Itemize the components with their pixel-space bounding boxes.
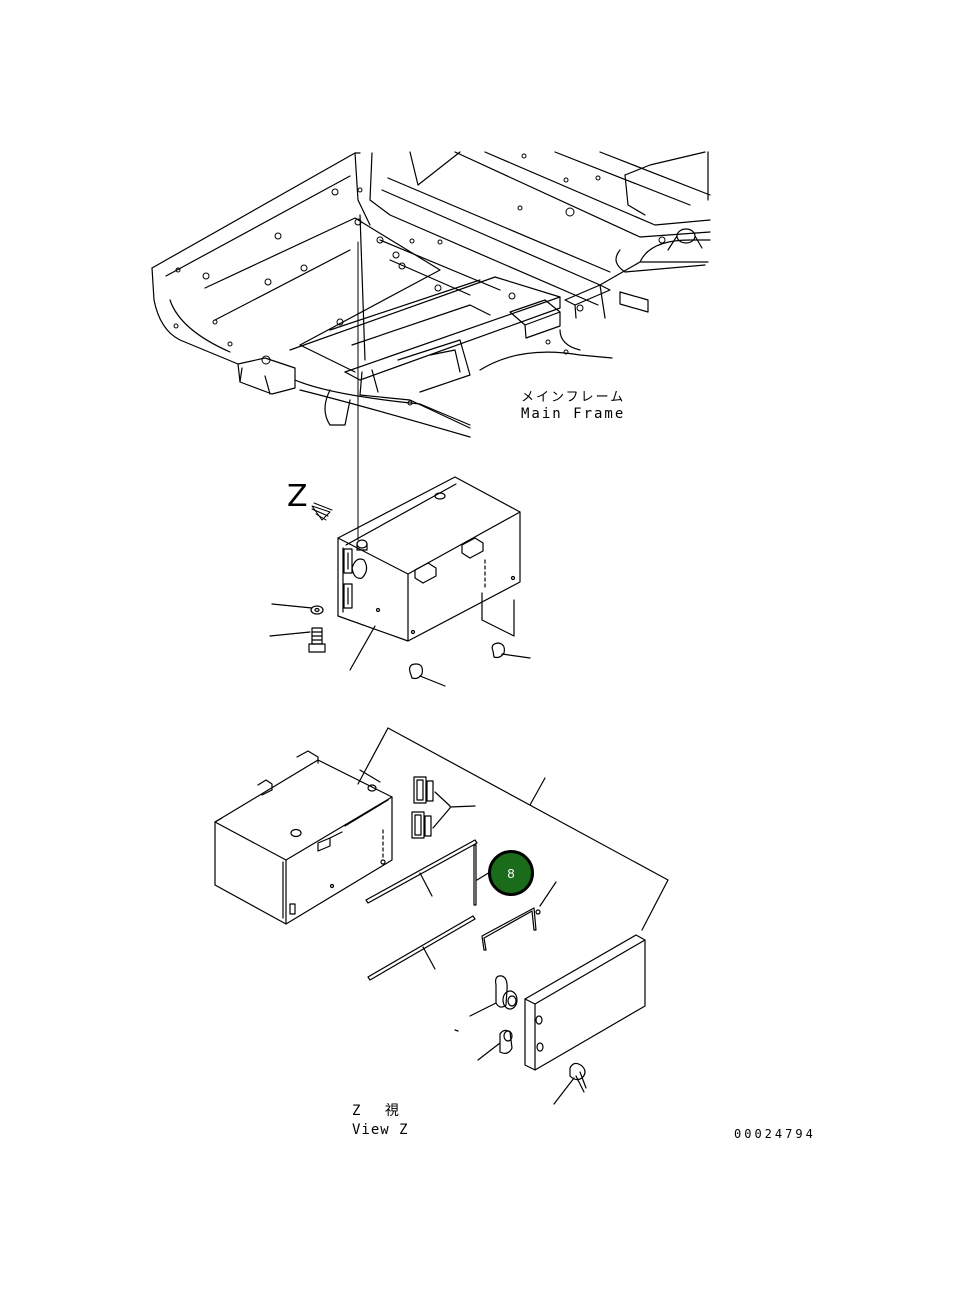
view-z-label-en: View Z [352, 1122, 409, 1138]
main-frame-label-jp: メインフレーム [521, 390, 626, 405]
view-z-exploded [215, 728, 668, 1104]
main-frame-drawing [152, 152, 710, 540]
box-assembly-mounted [270, 477, 530, 686]
view-z-arrow [312, 503, 332, 520]
view-z-label-jp: Z 視 [352, 1103, 407, 1119]
part-callout-8-number: 8 [507, 865, 515, 881]
part-callout-8[interactable]: 8 [488, 850, 534, 896]
view-direction-label: Z [287, 479, 308, 514]
drawing-number: 00024794 [734, 1127, 816, 1141]
main-frame-label-en: Main Frame [521, 406, 626, 422]
